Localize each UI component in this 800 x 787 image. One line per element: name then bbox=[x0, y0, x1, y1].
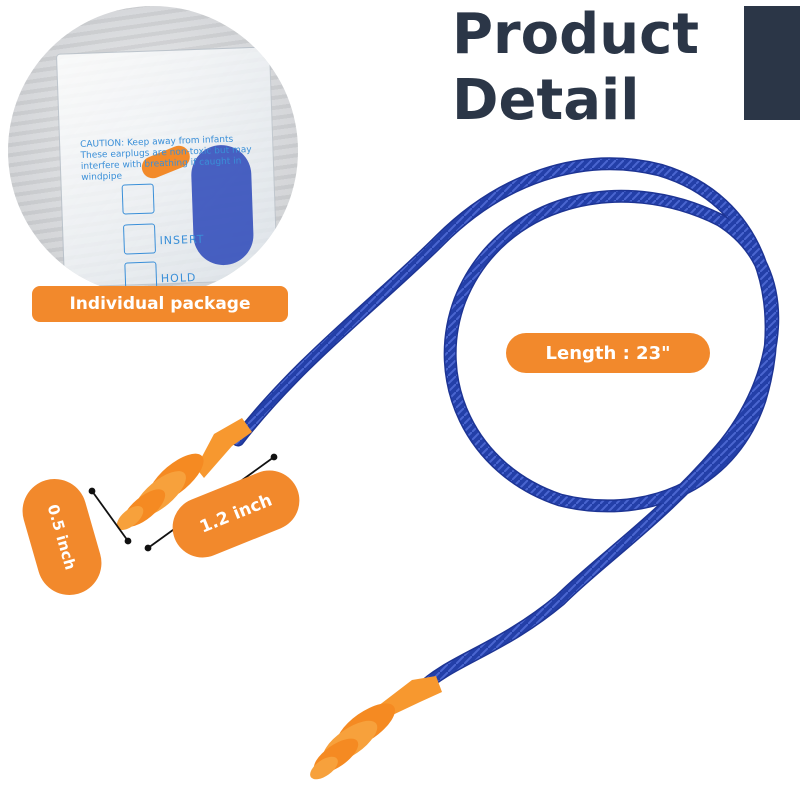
cord-icon bbox=[231, 157, 780, 697]
title-line-product: Product bbox=[452, 2, 700, 67]
length-label: Length : 23" bbox=[506, 333, 710, 373]
page-title: Product Detail bbox=[452, 2, 699, 134]
package-photo: CAUTION: Keep away from infants These ea… bbox=[8, 6, 298, 296]
individual-package-label: Individual package bbox=[32, 286, 288, 322]
width-label-text: 0.5 inch bbox=[44, 502, 80, 572]
width-dimension-line bbox=[88, 487, 132, 545]
title-line-detail: Detail bbox=[452, 68, 640, 133]
earplug-icon bbox=[116, 418, 252, 530]
earplug-bottom-icon bbox=[310, 676, 442, 780]
accent-bar bbox=[744, 6, 800, 120]
